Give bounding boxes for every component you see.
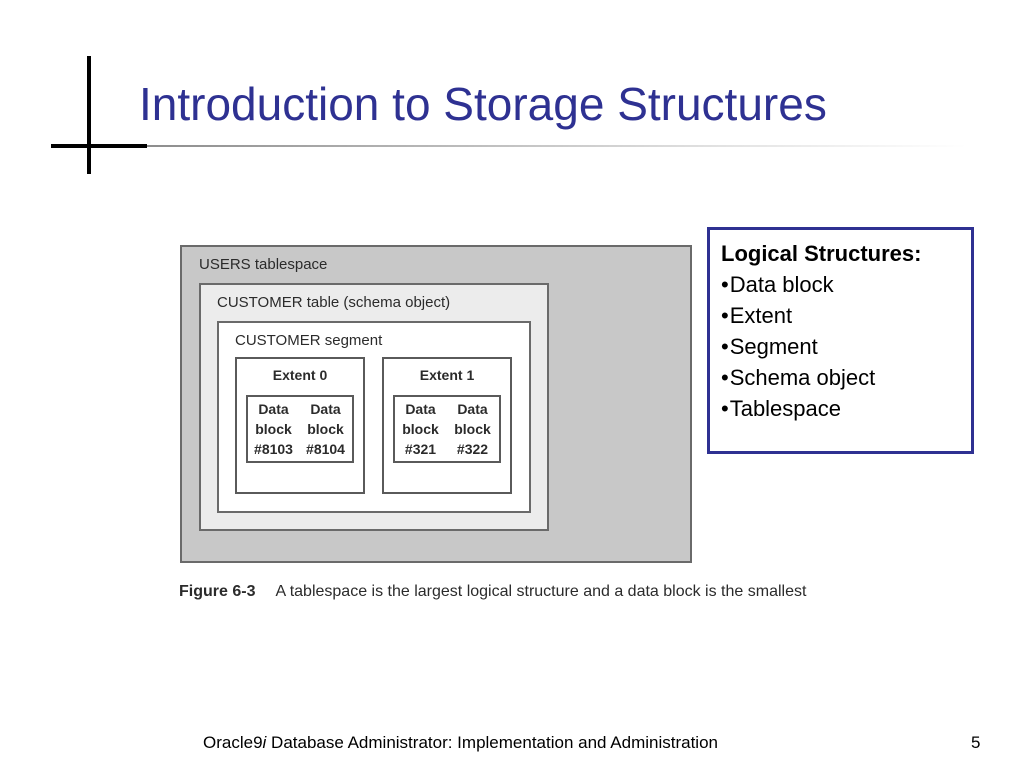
data-block-label: Data block #321 — [402, 401, 439, 457]
data-block: Data block #321 — [393, 395, 448, 463]
data-block-label: Data block #322 — [454, 401, 491, 457]
list-item-label: Extent — [729, 303, 793, 328]
list-item: •Extent — [721, 300, 971, 331]
slide-title: Introduction to Storage Structures — [139, 78, 827, 130]
footer-product: Oracle9 — [203, 733, 263, 752]
users-tablespace-box: USERS tablespace CUSTOMER table (schema … — [180, 245, 692, 563]
figure-caption-text: A tablespace is the largest logical stru… — [275, 583, 807, 600]
slide-footer: Oracle9i Database Administrator: Impleme… — [203, 733, 718, 753]
list-item-label: Schema object — [729, 365, 876, 390]
list-item-label: Data block — [729, 272, 834, 297]
data-block: Data block #322 — [446, 395, 501, 463]
list-item: •Tablespace — [721, 393, 971, 424]
footer-course-title: Database Administrator: Implementation a… — [266, 733, 718, 752]
title-vertical-bar — [87, 56, 91, 174]
data-block: Data block #8103 — [246, 395, 301, 463]
extent-box: Extent 1 Data block #321 Data block #322 — [382, 357, 512, 494]
title-underline-rule — [147, 145, 967, 147]
data-block: Data block #8104 — [299, 395, 354, 463]
list-item-label: Tablespace — [729, 396, 842, 421]
logical-structures-box: Logical Structures: •Data block •Extent … — [707, 227, 974, 454]
extent-box: Extent 0 Data block #8103 Data block #81… — [235, 357, 365, 494]
list-item: •Schema object — [721, 362, 971, 393]
figure-caption: Figure 6-3 A tablespace is the largest lo… — [179, 583, 806, 601]
list-item: •Segment — [721, 331, 971, 362]
segment-label: CUSTOMER segment — [235, 332, 383, 349]
tablespace-label: USERS tablespace — [199, 256, 328, 273]
title-horizontal-bar — [51, 144, 147, 148]
customer-segment-box: CUSTOMER segment Extent 0 Data block #81… — [217, 321, 531, 513]
bullet-icon: • — [721, 303, 729, 328]
list-item: •Data block — [721, 269, 971, 300]
logical-structures-heading: Logical Structures: — [721, 241, 922, 266]
page-number: 5 — [971, 733, 981, 752]
extent-title: Extent 0 — [272, 367, 328, 383]
data-block-label: Data block #8104 — [306, 401, 345, 457]
footer-product-italic: i — [262, 733, 267, 752]
customer-table-box: CUSTOMER table (schema object) CUSTOMER … — [199, 283, 549, 531]
extent-title: Extent 1 — [419, 367, 475, 383]
table-label: CUSTOMER table (schema object) — [217, 294, 451, 311]
data-block-label: Data block #8103 — [254, 401, 293, 457]
list-item-label: Segment — [729, 334, 818, 359]
logical-structures-list: •Data block •Extent •Segment •Schema obj… — [721, 269, 971, 424]
bullet-icon: • — [721, 334, 729, 359]
bullet-icon: • — [721, 272, 729, 297]
figure-number: Figure 6-3 — [179, 583, 256, 600]
bullet-icon: • — [721, 396, 729, 421]
bullet-icon: • — [721, 365, 729, 390]
